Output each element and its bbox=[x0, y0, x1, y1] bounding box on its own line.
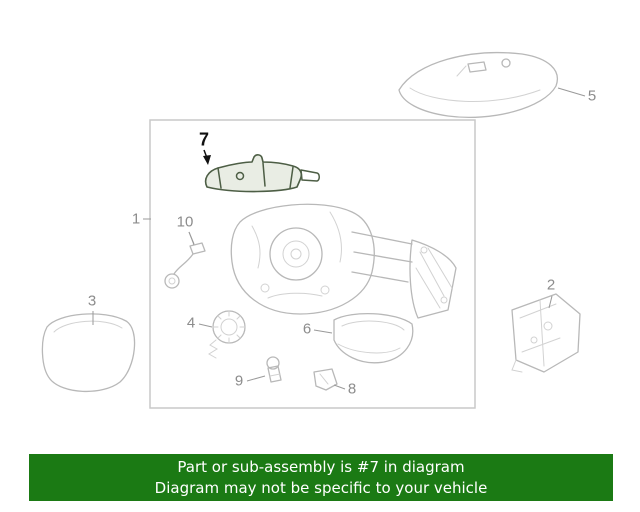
callout-6: 6 bbox=[302, 320, 312, 338]
part-1-mirror-assembly bbox=[230, 203, 457, 319]
callout-7-highlighted: 7 bbox=[198, 129, 210, 150]
callout-leader-lines bbox=[92, 87, 586, 390]
callout-10: 10 bbox=[176, 213, 194, 231]
callout-1: 1 bbox=[131, 210, 141, 228]
banner-line-1: Part or sub-assembly is #7 in diagram bbox=[177, 457, 465, 476]
diagram-notice-banner: Part or sub-assembly is #7 in diagram Di… bbox=[29, 454, 613, 501]
part-3-mirror-glass bbox=[41, 313, 136, 393]
part-5-mirror-cover-cap bbox=[398, 51, 558, 119]
callout-8: 8 bbox=[347, 380, 357, 398]
callout-2: 2 bbox=[546, 276, 556, 294]
parts-box-outline bbox=[149, 119, 476, 409]
banner-line-2: Diagram may not be specific to your vehi… bbox=[154, 478, 488, 497]
part-9-bulb-socket bbox=[266, 356, 282, 383]
callout-3: 3 bbox=[87, 292, 97, 310]
part-2-mirror-housing-side bbox=[511, 293, 581, 373]
callout-5: 5 bbox=[587, 87, 597, 105]
part-8-bracket bbox=[313, 368, 338, 391]
callout-7-arrow bbox=[203, 149, 211, 165]
callout-9: 9 bbox=[234, 372, 244, 390]
callout-4: 4 bbox=[186, 314, 196, 332]
part-6-lower-cover bbox=[333, 312, 414, 364]
part-4-motor-actuator bbox=[208, 310, 246, 359]
part-7-turn-signal-lamp bbox=[204, 154, 320, 193]
part-10-wiring-connector bbox=[164, 242, 206, 289]
